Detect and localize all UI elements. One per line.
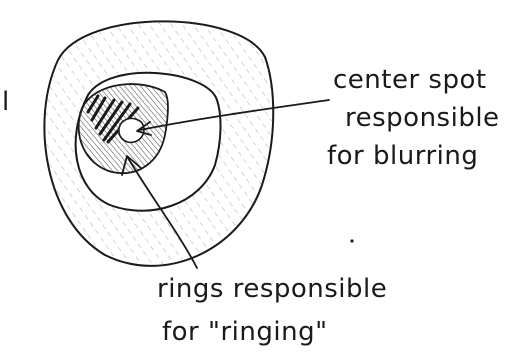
stray-dot bbox=[350, 239, 353, 242]
center-spot-label-line3: for blurring bbox=[327, 141, 478, 171]
center-spot-label-line2: responsible bbox=[345, 103, 500, 133]
center-spot-label-line1: center spot bbox=[333, 65, 487, 95]
rings-label-line1: rings responsible bbox=[157, 274, 387, 304]
rings-label-line2: for "ringing" bbox=[162, 317, 328, 347]
edge-mark: l bbox=[2, 87, 10, 117]
